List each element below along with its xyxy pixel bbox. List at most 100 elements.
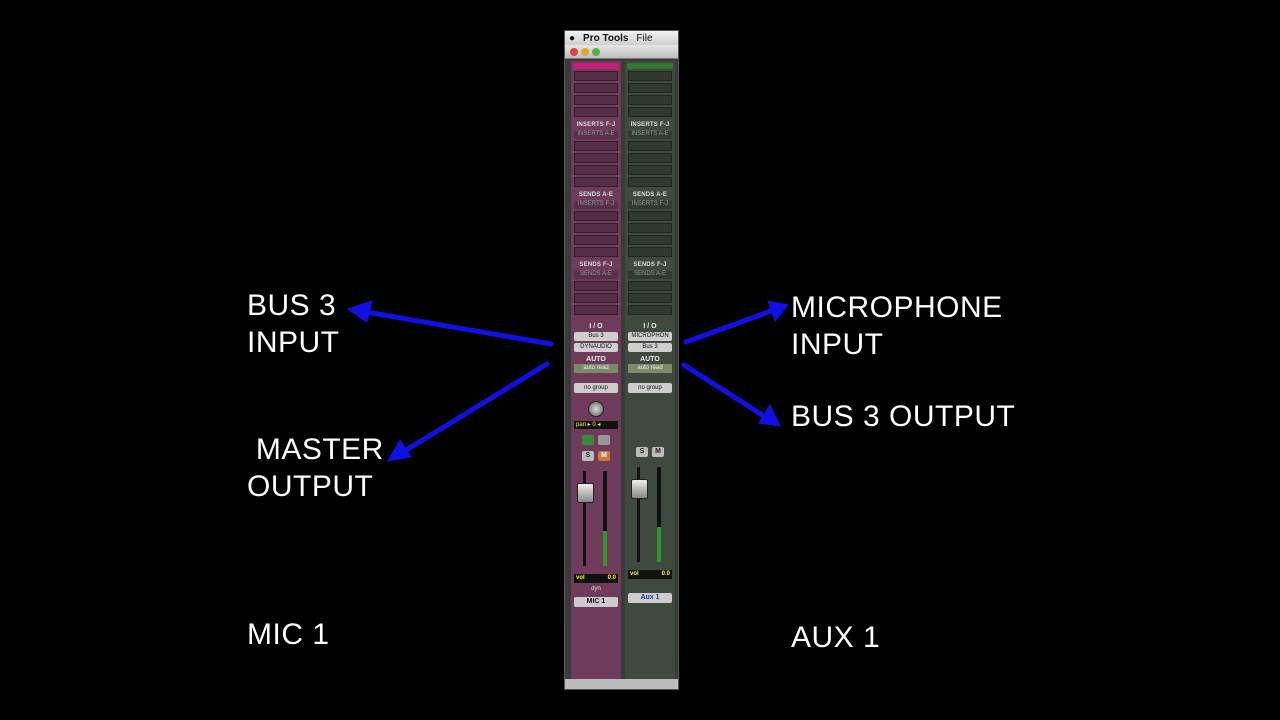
group-selector[interactable]: no group bbox=[574, 383, 618, 393]
arrow-bus3-output-head bbox=[758, 403, 781, 427]
arrow-master-output-head bbox=[387, 439, 412, 462]
send-slot[interactable] bbox=[574, 293, 618, 303]
bus3-input-line2: INPUT bbox=[247, 326, 340, 359]
mute-button[interactable]: M bbox=[652, 447, 664, 457]
sends-ae-header: SENDS A-E bbox=[578, 192, 614, 198]
input-monitor-button[interactable] bbox=[582, 435, 594, 445]
inserts-fj-header: INSERTS F-J bbox=[630, 122, 670, 128]
send-slot[interactable] bbox=[628, 247, 672, 257]
send-slot[interactable] bbox=[628, 305, 672, 315]
apple-menu-icon[interactable]: ● bbox=[569, 32, 576, 44]
insert-slot[interactable] bbox=[574, 153, 618, 163]
level-meter-fill bbox=[657, 527, 661, 562]
send-slot[interactable] bbox=[574, 247, 618, 257]
zoom-button[interactable] bbox=[592, 47, 600, 56]
track-color-bar[interactable] bbox=[573, 63, 619, 69]
mic1-annotation: MIC 1 bbox=[247, 618, 330, 651]
master-output-line1: MASTER bbox=[247, 433, 384, 466]
arrow-microphone-input bbox=[683, 308, 774, 345]
automation-header: AUTO bbox=[586, 356, 606, 363]
track-name-aux1[interactable]: Aux 1 bbox=[628, 593, 672, 603]
insert-slot[interactable] bbox=[574, 177, 618, 187]
track-name-mic1[interactable]: MIC 1 bbox=[574, 597, 618, 607]
send-slot[interactable] bbox=[574, 211, 618, 221]
send-slot[interactable] bbox=[574, 305, 618, 315]
pro-tools-mix-window: ● Pro Tools File INSERTS F-J INSERTS A-E… bbox=[564, 30, 679, 690]
inserts-ae-subheader: INSERTS A-E bbox=[574, 131, 618, 139]
insert-slot[interactable] bbox=[574, 107, 618, 117]
inserts-fj-header: INSERTS F-J bbox=[576, 122, 616, 128]
io-header: I / O bbox=[589, 323, 603, 330]
pan-knob[interactable] bbox=[588, 401, 604, 417]
sends-ae-subheader: INSERTS F-J bbox=[574, 201, 618, 209]
insert-slot[interactable] bbox=[574, 95, 618, 105]
fader-section bbox=[571, 471, 621, 571]
insert-slot[interactable] bbox=[574, 71, 618, 81]
bus3-input-line1: BUS 3 bbox=[247, 289, 337, 322]
insert-slot[interactable] bbox=[628, 107, 672, 117]
sends-ae-subheader: INSERTS F-J bbox=[628, 201, 672, 209]
sends-fj-header: SENDS F-J bbox=[633, 262, 667, 268]
dyn-row-empty bbox=[625, 582, 675, 591]
record-input-buttons bbox=[571, 435, 621, 445]
fader-track bbox=[583, 471, 586, 566]
level-meter bbox=[603, 471, 607, 566]
arrow-microphone-input-head bbox=[767, 300, 789, 323]
insert-slot[interactable] bbox=[574, 141, 618, 151]
send-slot[interactable] bbox=[628, 211, 672, 221]
volume-label: vol bbox=[630, 571, 639, 577]
insert-slot[interactable] bbox=[628, 153, 672, 163]
volume-fader[interactable] bbox=[631, 479, 648, 499]
automation-mode-selector[interactable]: auto read bbox=[574, 364, 618, 373]
pan-value[interactable]: pan ▸ 0 ◂ bbox=[574, 421, 618, 429]
send-slot[interactable] bbox=[628, 223, 672, 233]
record-enable-button[interactable] bbox=[598, 435, 610, 445]
input-selector[interactable]: MICROPHON bbox=[628, 332, 672, 341]
volume-value: 0.0 bbox=[661, 571, 670, 577]
arrow-master-output bbox=[400, 361, 550, 455]
insert-slot[interactable] bbox=[628, 177, 672, 187]
send-slot[interactable] bbox=[628, 281, 672, 291]
insert-slot[interactable] bbox=[574, 165, 618, 175]
close-button[interactable] bbox=[570, 47, 578, 56]
volume-readout[interactable]: vol 0.0 bbox=[628, 570, 672, 579]
track-color-bar[interactable] bbox=[627, 63, 673, 69]
group-selector[interactable]: no group bbox=[628, 383, 672, 393]
volume-readout[interactable]: vol 0.0 bbox=[574, 574, 618, 583]
send-slot[interactable] bbox=[574, 281, 618, 291]
automation-mode-selector[interactable]: auto read bbox=[628, 364, 672, 373]
solo-button[interactable]: S bbox=[636, 447, 648, 457]
master-output-annotation: MASTER OUTPUT bbox=[247, 431, 384, 505]
io-header: I / O bbox=[643, 323, 657, 330]
automation-header: AUTO bbox=[640, 356, 660, 363]
microphone-input-line1: MICROPHONE bbox=[791, 291, 1003, 324]
insert-slot[interactable] bbox=[628, 165, 672, 175]
insert-slot[interactable] bbox=[628, 141, 672, 151]
insert-slot[interactable] bbox=[574, 83, 618, 93]
insert-slot[interactable] bbox=[628, 71, 672, 81]
minimize-button[interactable] bbox=[581, 47, 589, 56]
menu-pro-tools[interactable]: Pro Tools bbox=[583, 32, 629, 44]
window-bottom-bar bbox=[565, 679, 678, 689]
insert-slot[interactable] bbox=[628, 83, 672, 93]
menu-file[interactable]: File bbox=[636, 32, 653, 44]
mute-button[interactable]: M bbox=[598, 451, 610, 461]
solo-button[interactable]: S bbox=[582, 451, 594, 461]
send-slot[interactable] bbox=[574, 235, 618, 245]
master-output-line2: OUTPUT bbox=[247, 470, 374, 503]
solo-mute-row: S M bbox=[625, 447, 675, 457]
output-selector[interactable]: DYNAUDIO bbox=[574, 343, 618, 352]
output-selector[interactable]: Bus 3 bbox=[628, 343, 672, 352]
dyn-button[interactable]: dyn bbox=[591, 586, 601, 592]
send-slot[interactable] bbox=[574, 223, 618, 233]
volume-fader[interactable] bbox=[577, 483, 594, 503]
fader-section bbox=[625, 467, 675, 567]
send-slot[interactable] bbox=[628, 235, 672, 245]
insert-slot[interactable] bbox=[628, 95, 672, 105]
inserts-ae-subheader: INSERTS A-E bbox=[628, 131, 672, 139]
send-slot[interactable] bbox=[628, 293, 672, 303]
volume-value: 0.0 bbox=[607, 575, 616, 581]
input-selector[interactable]: Bus 3 bbox=[574, 332, 618, 341]
bus3-output-annotation: BUS 3 OUTPUT bbox=[791, 400, 1016, 433]
